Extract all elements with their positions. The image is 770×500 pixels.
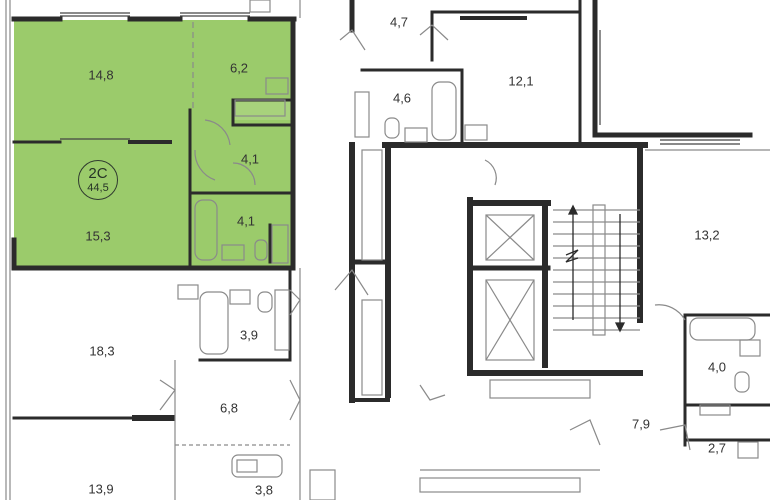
apartment-type: 2С (88, 165, 108, 182)
room-area-label: 3,8 (254, 482, 274, 498)
room-area-label: 6,8 (219, 400, 239, 416)
room-area-label: 2,7 (707, 440, 727, 456)
apartment-type-badge[interactable]: 2С 44,5 (78, 160, 118, 200)
room-area-label: 4,6 (392, 90, 412, 106)
room-area-label: 3,9 (239, 327, 259, 343)
room-bedroom-area: 15,3 (85, 228, 111, 244)
room-area-label: 18,3 (89, 343, 115, 359)
room-kitchen-area: 6,2 (229, 60, 249, 76)
room-area-label: 4,7 (389, 14, 409, 30)
apartment-total-area: 44,5 (87, 182, 109, 194)
thin-partitions (5, 0, 770, 500)
windows (60, 12, 740, 145)
room-bath-area: 4,1 (236, 213, 256, 229)
room-area-label: 12,1 (508, 73, 534, 89)
room-living-top-area: 14,8 (88, 67, 114, 83)
room-hall-area: 4,1 (240, 151, 260, 167)
room-area-label: 13,2 (694, 227, 720, 243)
stairs-arrows-icon (565, 204, 626, 333)
room-area-label: 7,9 (631, 416, 651, 432)
room-area-label: 4,0 (707, 359, 727, 375)
room-area-label: 13,9 (88, 481, 114, 497)
walls (11, 0, 770, 447)
